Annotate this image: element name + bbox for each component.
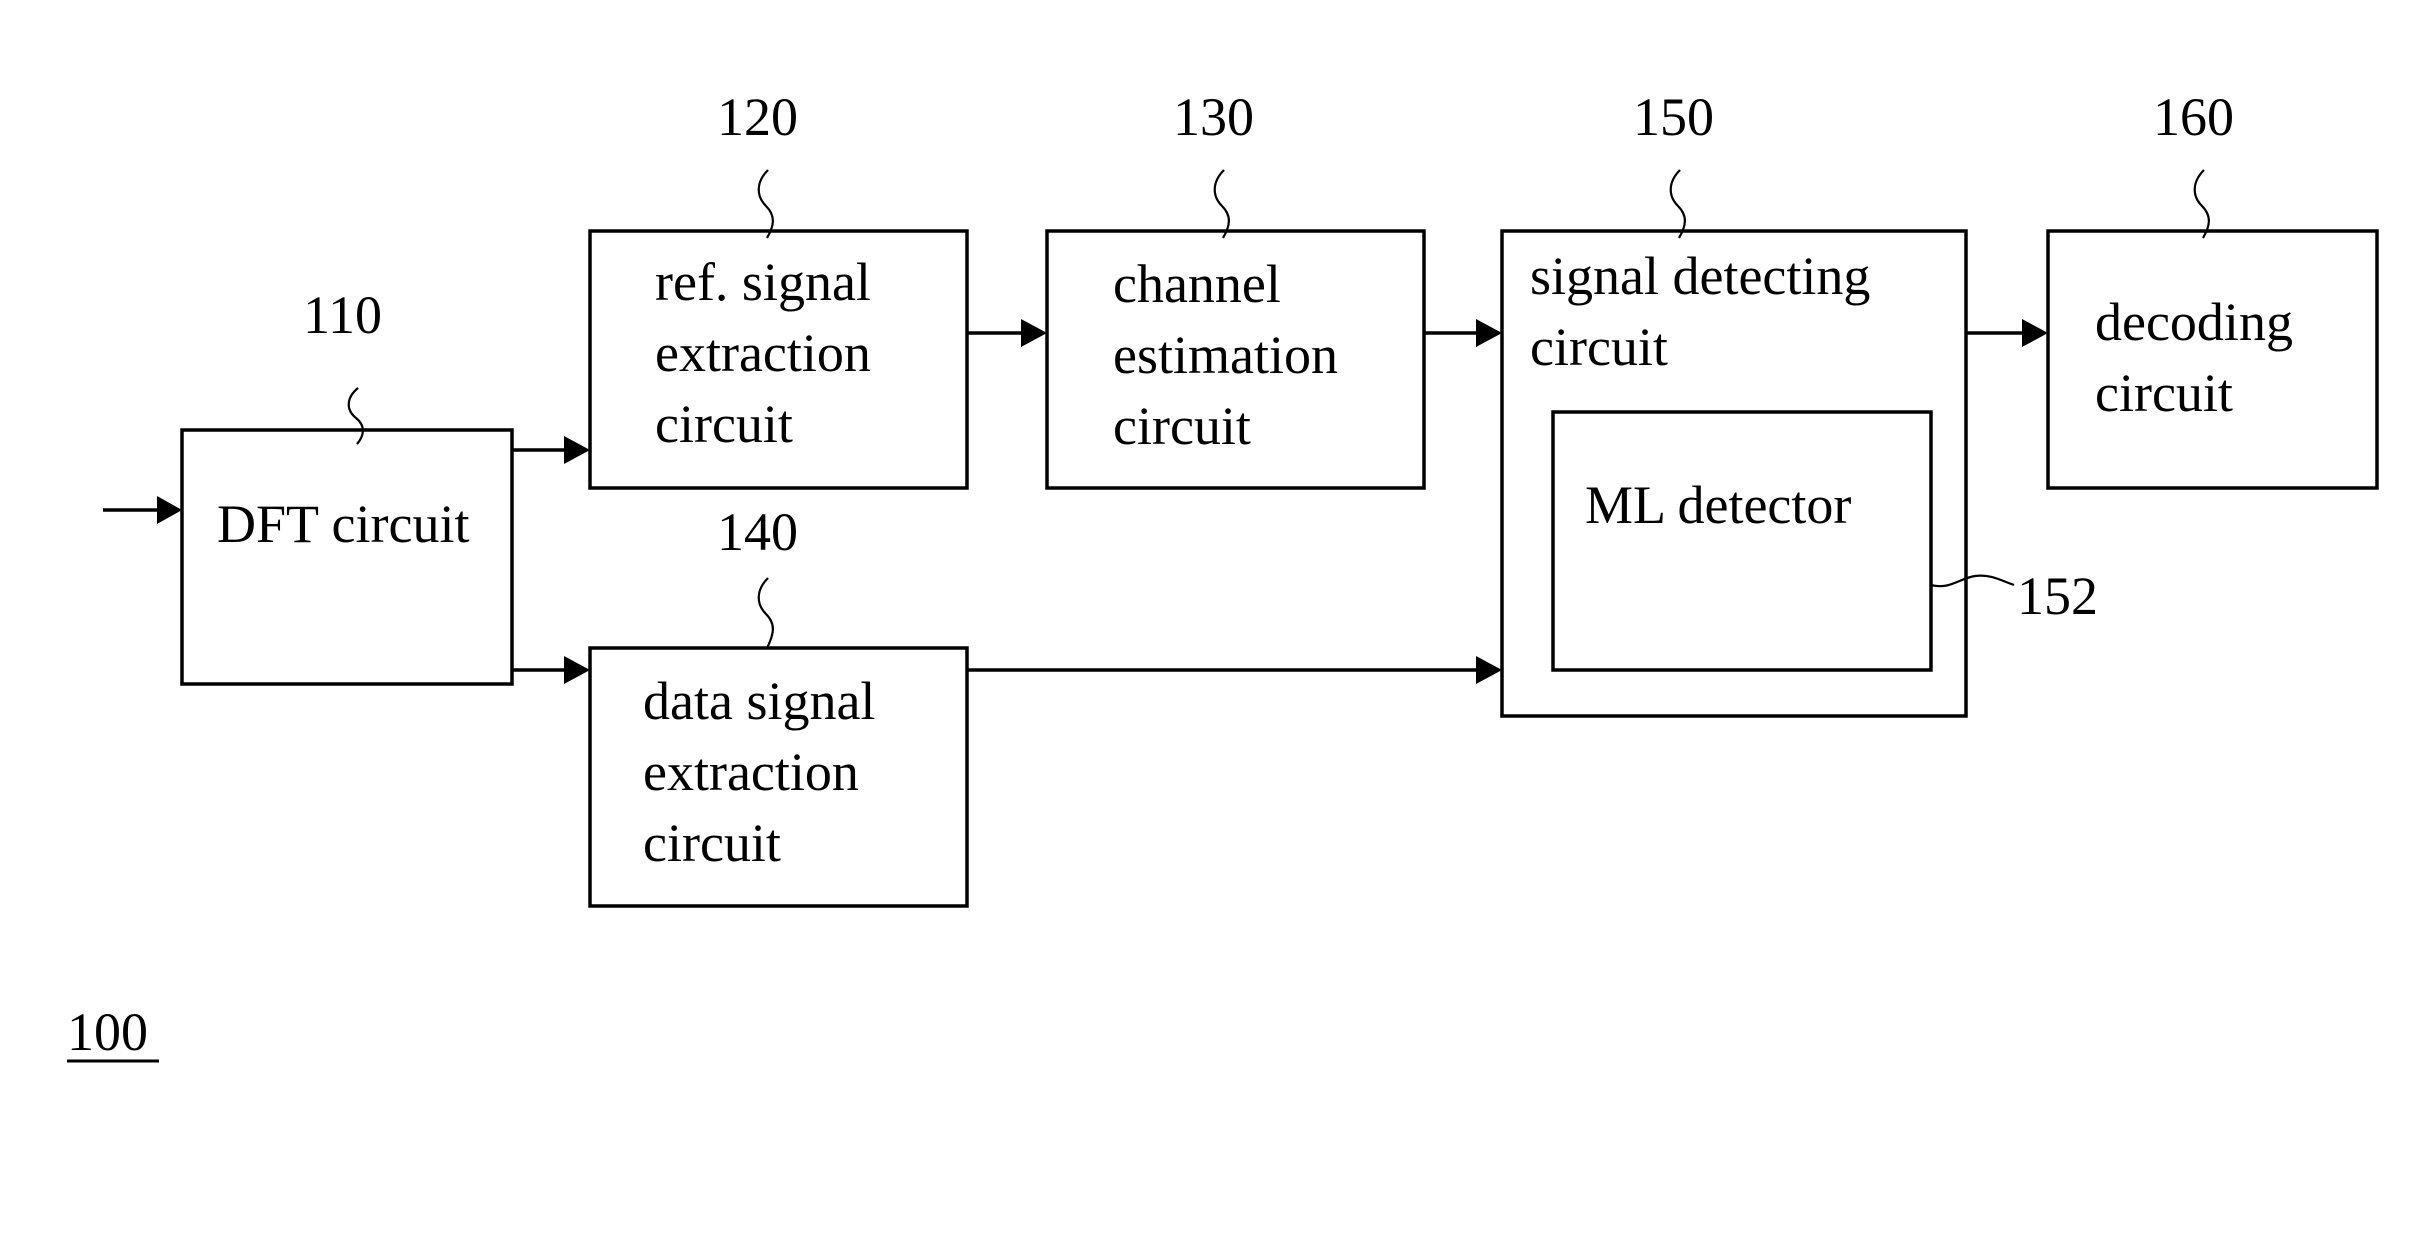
- data-signal-extraction-leader: [759, 578, 773, 648]
- channel-estimation-leader: [1215, 170, 1229, 238]
- data-signal-extraction-label-line-1: data signal: [643, 671, 875, 731]
- input-arrow: [103, 496, 182, 524]
- data-signal-to-detecting-arrow: [967, 656, 1502, 684]
- data-signal-extraction-ref-number: 140: [717, 502, 798, 562]
- dft-to-data-signal-arrow: [512, 656, 590, 684]
- data-signal-extraction-label-line-3: circuit: [643, 813, 781, 873]
- ref-signal-extraction-ref-number: 120: [717, 87, 798, 147]
- decoding-block: decoding circuit: [2048, 231, 2377, 488]
- channel-to-detecting-arrow: [1424, 319, 1502, 347]
- ref-signal-extraction-label-line-1: ref. signal: [655, 252, 871, 312]
- figure-reference: 100: [67, 1002, 159, 1062]
- ref-signal-extraction-block: ref. signal extraction circuit: [590, 231, 967, 488]
- ml-detector-label: ML detector: [1585, 475, 1851, 535]
- signal-detecting-ref-number: 150: [1633, 87, 1714, 147]
- dft-circuit-ref-number: 110: [303, 285, 382, 345]
- ml-detector-ref-number: 152: [2017, 566, 2098, 626]
- dft-circuit-box: [182, 430, 512, 684]
- dft-circuit-block: DFT circuit: [182, 430, 512, 684]
- channel-estimation-ref-number: 130: [1173, 87, 1254, 147]
- ref-signal-extraction-label-line-3: circuit: [655, 394, 793, 454]
- channel-estimation-block: channel estimation circuit: [1047, 231, 1424, 488]
- channel-estimation-label-line-3: circuit: [1113, 396, 1251, 456]
- ref-signal-extraction-leader: [759, 170, 773, 238]
- channel-estimation-label-line-1: channel: [1113, 254, 1281, 314]
- dft-circuit-label: DFT circuit: [217, 494, 469, 554]
- ml-detector-box: [1553, 412, 1931, 670]
- signal-detecting-label-line-2: circuit: [1530, 317, 1668, 377]
- decoding-label-line-1: decoding: [2095, 292, 2293, 352]
- dft-to-ref-signal-arrow: [512, 436, 590, 464]
- ref-signal-to-channel-arrow: [967, 319, 1047, 347]
- data-signal-extraction-block: data signal extraction circuit: [590, 648, 967, 906]
- data-signal-extraction-label-line-2: extraction: [643, 742, 859, 802]
- decoding-leader: [2195, 170, 2209, 238]
- figure-reference-number: 100: [67, 1002, 148, 1062]
- decoding-ref-number: 160: [2153, 87, 2234, 147]
- signal-detecting-label-line-1: signal detecting: [1530, 246, 1870, 306]
- decoding-label-line-2: circuit: [2095, 363, 2233, 423]
- detecting-to-decoding-arrow: [1966, 319, 2048, 347]
- decoding-box: [2048, 231, 2377, 488]
- ml-detector-block: ML detector: [1553, 412, 1931, 670]
- signal-detecting-leader: [1671, 170, 1685, 238]
- ref-signal-extraction-label-line-2: extraction: [655, 323, 871, 383]
- channel-estimation-label-line-2: estimation: [1113, 325, 1338, 385]
